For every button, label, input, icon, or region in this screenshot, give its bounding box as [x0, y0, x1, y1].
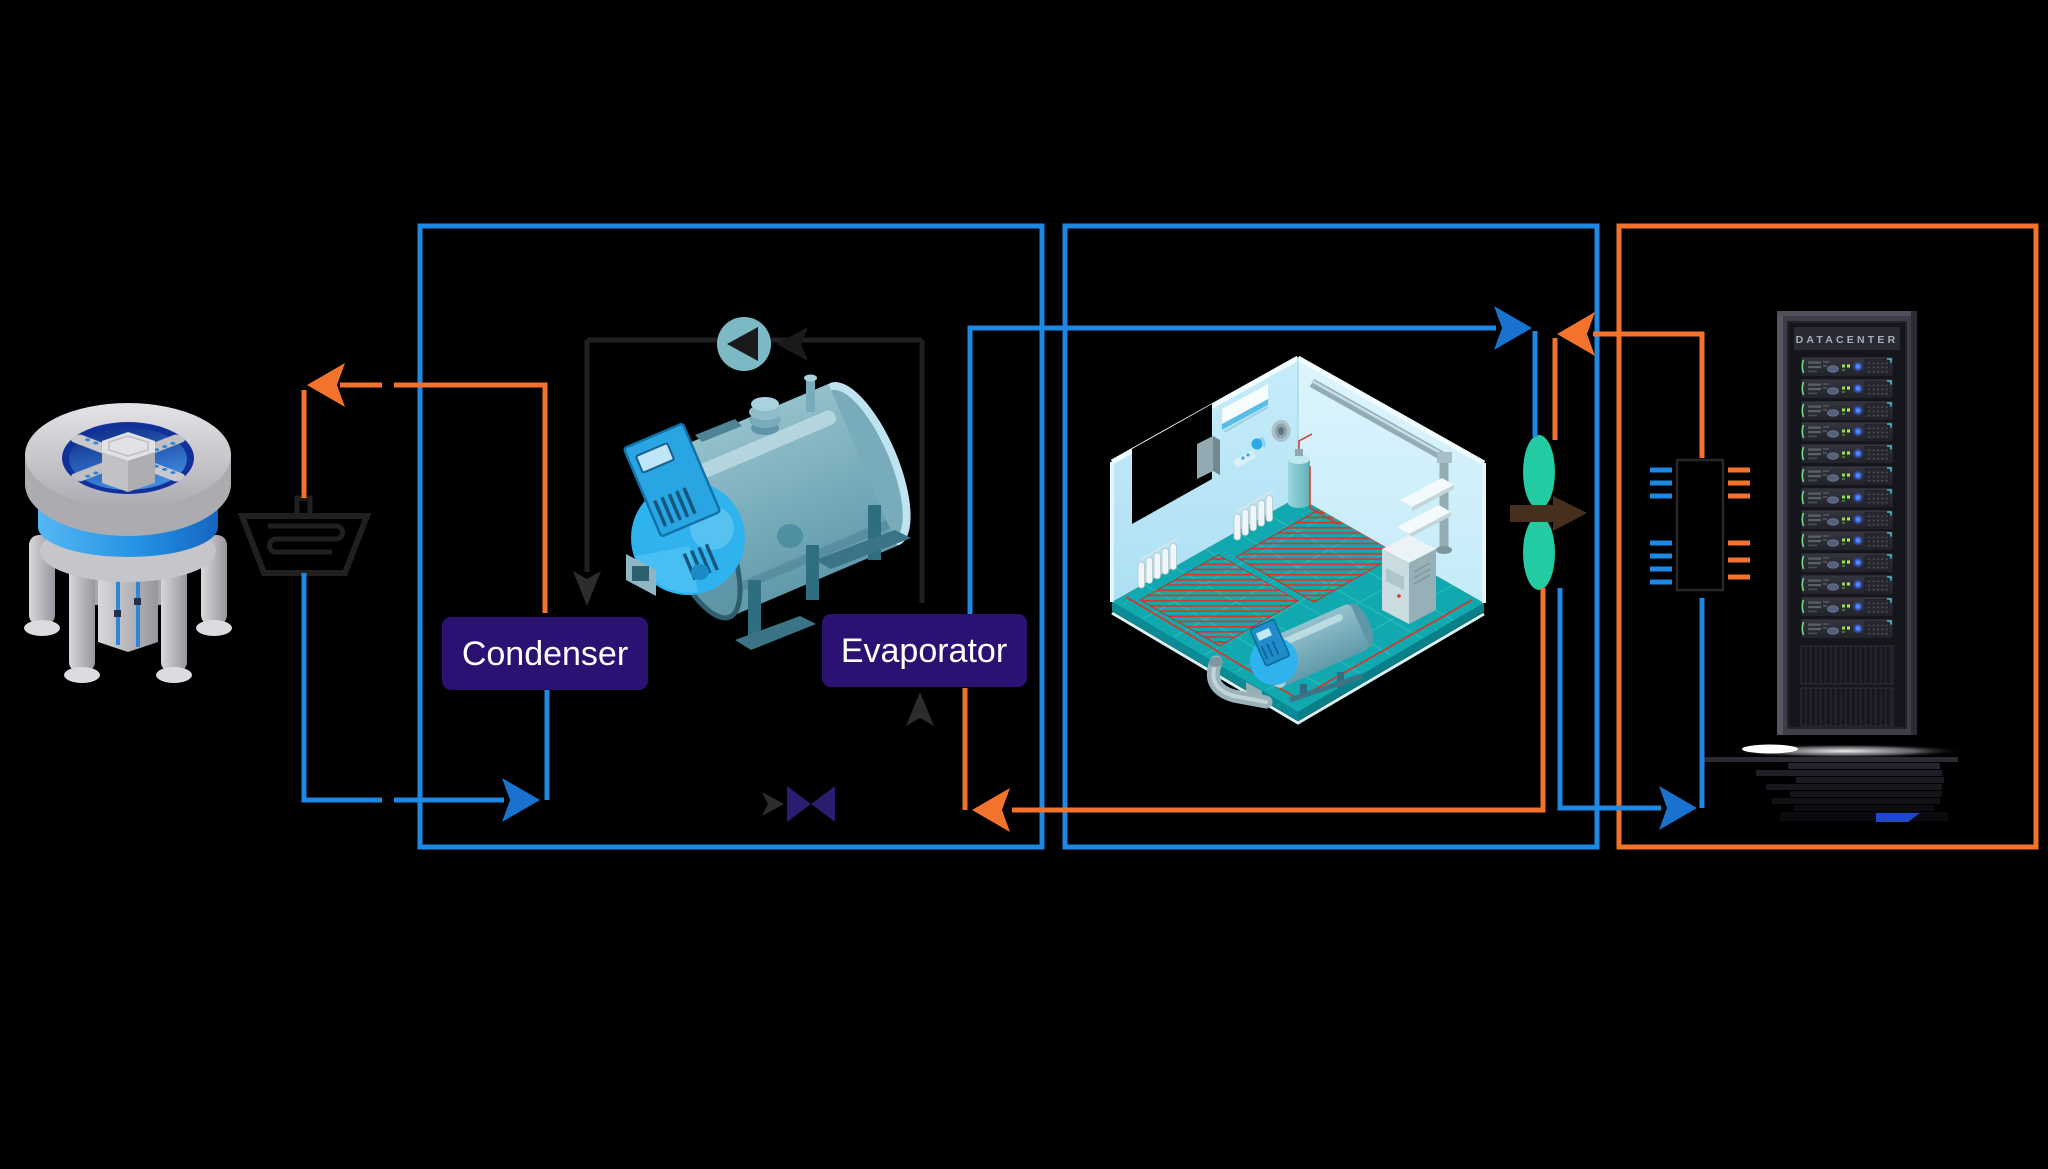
chilled-return-line — [962, 588, 1546, 832]
condenser-label: Condenser — [442, 617, 648, 690]
rack-connector — [1650, 458, 1750, 592]
rack-header — [1794, 327, 1900, 350]
chiller-tank — [623, 374, 911, 650]
valve-flow-arrow-icon — [762, 792, 784, 816]
rack-connector-cool-ports — [1650, 467, 1672, 585]
cooling-tower-motor — [102, 432, 155, 492]
tank-pump-unit — [623, 422, 745, 596]
condenser-return-line — [301, 363, 548, 613]
cool-arrow-right-icon — [502, 778, 540, 822]
refrigerant-loop — [573, 317, 934, 822]
refrigerant-up-arrow-icon — [906, 692, 934, 726]
room-radiator-1 — [1233, 489, 1275, 541]
room-vent-fan-icon — [1271, 420, 1291, 442]
tank-top-fittings — [749, 374, 817, 435]
room-remote — [1233, 437, 1266, 468]
condenser-label-text: Condenser — [462, 635, 628, 673]
room-boiler — [1382, 535, 1436, 624]
refrigerant-down-arrow-icon — [573, 571, 601, 606]
server-rack: DATACENTER — [1700, 311, 1965, 822]
rack-connector-warm-ports — [1728, 467, 1750, 580]
tank-port — [777, 524, 803, 548]
room-tank-unit — [1246, 603, 1374, 703]
rack-reflection — [1700, 744, 1965, 822]
chilled-supply-line — [967, 306, 1538, 614]
crah-fan-icon — [1510, 435, 1587, 590]
airflow-arrow-icon — [1510, 496, 1587, 531]
room-shelves — [1397, 478, 1454, 538]
room-floor-duct — [1206, 655, 1273, 709]
cool-arrow-right-icon — [1659, 786, 1697, 830]
evaporator-label-text: Evaporator — [841, 632, 1007, 670]
tank-frame-bar — [695, 419, 742, 442]
section-box-chiller-plant — [417, 223, 1045, 850]
heat-exchanger-icon — [237, 495, 372, 576]
section-box-data-center — [1616, 223, 2039, 850]
room-radiator-2 — [1137, 537, 1179, 589]
evaporator-label: Evaporator — [822, 614, 1027, 687]
plant-room — [1110, 355, 1486, 725]
rack-return-line — [1552, 312, 1705, 458]
fan-blade-top — [1523, 435, 1555, 509]
expansion-valve-icon — [787, 786, 835, 822]
fan-blade-bottom — [1523, 516, 1555, 590]
section-box-plant-room — [1062, 223, 1600, 850]
warm-arrow-left-icon — [1557, 312, 1595, 356]
room-wall-right — [1298, 358, 1484, 603]
cooling-tower — [24, 403, 232, 683]
pump-icon — [717, 317, 808, 371]
room-floor-coil-front — [1138, 554, 1300, 647]
tank-legs — [735, 505, 911, 650]
rack-header-label: DATACENTER — [1796, 334, 1899, 346]
room-gas-cylinder — [1288, 433, 1341, 526]
room-ac-unit — [1222, 384, 1269, 433]
warm-arrow-left-icon — [307, 363, 345, 407]
warm-arrow-left-icon — [972, 788, 1010, 832]
cool-arrow-right-icon — [1494, 306, 1532, 350]
room-wall-box — [1197, 436, 1220, 479]
room-window — [1132, 404, 1212, 524]
rack-supply-line — [1557, 588, 1705, 830]
condenser-supply-line — [301, 573, 550, 822]
